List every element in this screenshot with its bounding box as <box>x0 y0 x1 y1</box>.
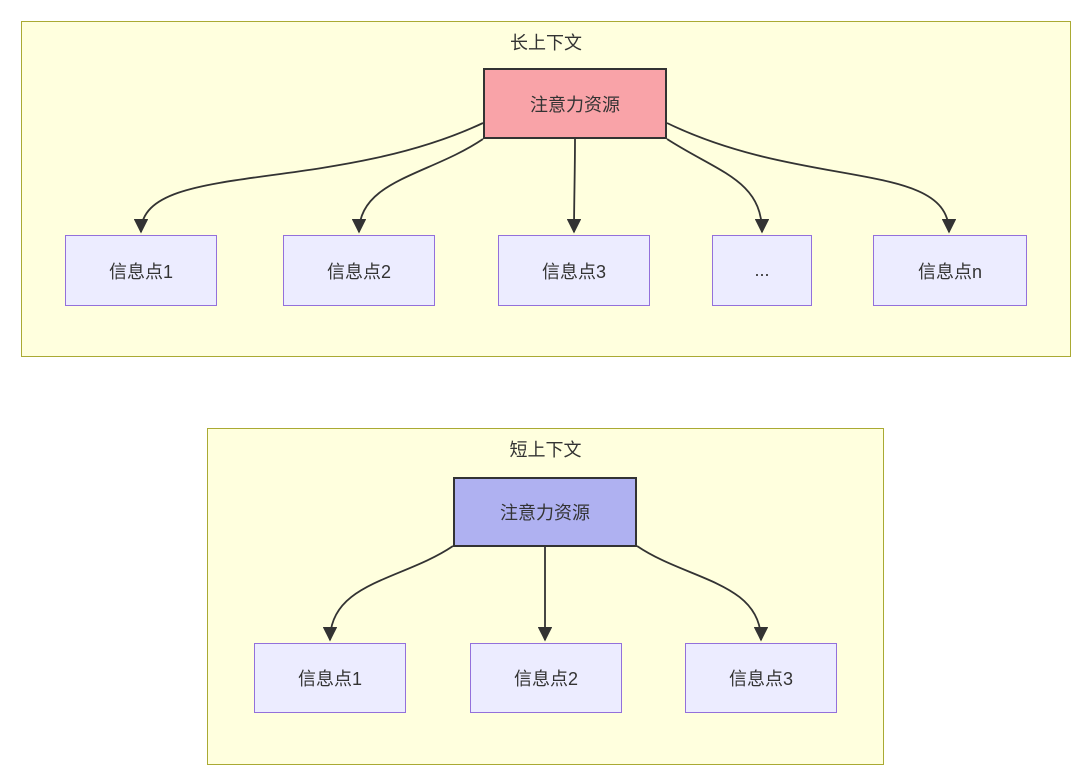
long-info-node-1: 信息点1 <box>65 235 217 306</box>
long-context-title: 长上下文 <box>510 33 582 53</box>
long-info-node-2: 信息点2 <box>283 235 435 306</box>
short-context-title: 短上下文 <box>509 440 582 460</box>
short-attention-node: 注意力资源 <box>453 477 637 547</box>
short-info-node-2: 信息点2 <box>470 643 622 713</box>
long-info-node-3: 信息点3 <box>498 235 650 306</box>
long-info-node-n: 信息点n <box>873 235 1027 306</box>
long-info-node-ellipsis: ... <box>712 235 812 306</box>
short-info-node-3: 信息点3 <box>685 643 837 713</box>
long-attention-node: 注意力资源 <box>483 68 667 139</box>
short-info-node-1: 信息点1 <box>254 643 406 713</box>
